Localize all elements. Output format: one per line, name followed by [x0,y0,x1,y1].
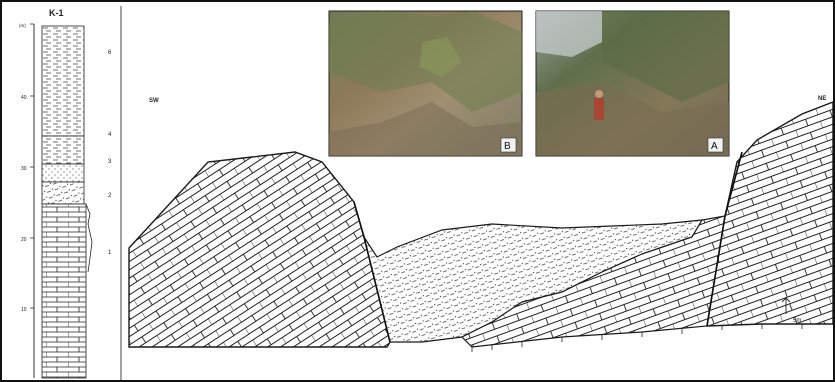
unit-1-lithology [42,204,86,378]
ne-direction-label: NE [818,96,826,102]
unit-3-lithology [42,164,84,182]
depth-tick-label: 20 [21,237,27,243]
column-title: K-1 [49,8,64,18]
stratigraphic-column: (m) 40 30 20 10 K-1 6 4 3 2 1 [19,6,121,380]
svg-text:5m: 5m [793,318,801,324]
unit-label: 1 [108,250,112,256]
depth-unit-label: (m) [19,23,26,28]
sw-limestone-block [129,152,390,347]
unit-4-lithology [42,136,84,164]
unit-6-lithology [42,26,84,136]
photo-b-letter: B [504,141,511,152]
photo-a-letter: A [711,141,718,152]
unit-label: 4 [108,132,112,138]
depth-tick-label: 30 [21,166,27,172]
depth-tick-label: 40 [21,95,27,101]
photo-a: A [536,11,729,156]
unit-label: 2 [108,193,112,199]
unit-label: 6 [108,50,112,56]
unit-2-lithology [42,182,84,204]
sw-direction-label: SW [149,98,159,104]
depth-tick-label: 10 [21,307,27,313]
unit-label: 3 [108,159,112,165]
photo-b: B [329,11,522,156]
